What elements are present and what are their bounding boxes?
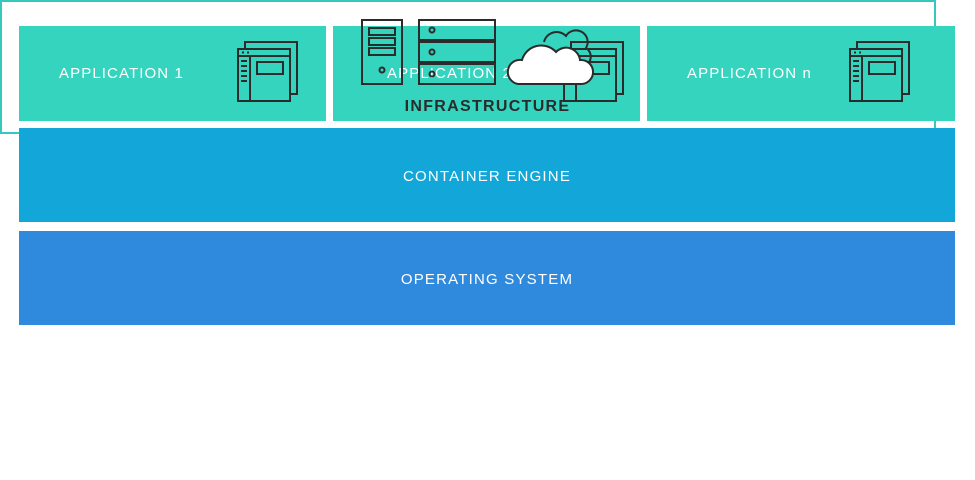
application-1-label: APPLICATION 1: [59, 65, 184, 82]
infrastructure-icons: [361, 19, 594, 85]
cloud-icon: [506, 29, 594, 85]
container-engine-layer: CONTAINER ENGINE: [19, 128, 955, 222]
operating-system-layer: OPERATING SYSTEM: [19, 231, 955, 325]
application-n-box: APPLICATION n: [647, 26, 955, 121]
app-window-icon: [237, 41, 298, 102]
infrastructure-label: INFRASTRUCTURE: [404, 98, 571, 115]
server-tower-icon: [361, 19, 403, 85]
application-n-label: APPLICATION n: [687, 65, 812, 82]
app-window-icon: [849, 41, 910, 102]
operating-system-label: OPERATING SYSTEM: [400, 271, 574, 288]
server-rack-icon: [418, 19, 496, 85]
application-1-box: APPLICATION 1: [19, 26, 326, 121]
application-2-label: APPLICATION 2: [387, 65, 512, 82]
container-engine-label: CONTAINER ENGINE: [402, 168, 572, 185]
